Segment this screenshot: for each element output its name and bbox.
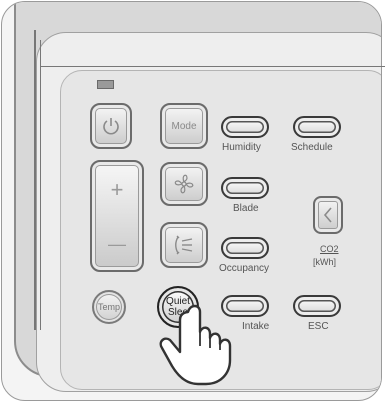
swing-button[interactable] [160, 222, 208, 268]
blade-label: Blade [233, 203, 259, 214]
esc-label: ESC [308, 321, 329, 332]
mode-button[interactable]: Mode [160, 103, 208, 149]
schedule-label: Schedule [291, 142, 333, 153]
humidity-button[interactable] [221, 116, 269, 138]
minus-button[interactable]: — [108, 234, 126, 255]
co2-label: CO2 [320, 244, 339, 254]
temp-button[interactable]: Temp [92, 290, 126, 324]
occupancy-label: Occupancy [219, 263, 269, 274]
plus-button[interactable]: + [111, 177, 124, 203]
bezel-line [40, 40, 41, 330]
mode-button-label: Mode [171, 121, 196, 132]
chevron-left-icon [322, 206, 334, 224]
blade-button[interactable] [221, 177, 269, 199]
power-button[interactable] [90, 103, 132, 149]
bezel-line [34, 30, 36, 330]
schedule-button[interactable] [293, 116, 341, 138]
power-icon [101, 116, 121, 136]
back-button[interactable] [313, 196, 343, 234]
temp-adjust-button[interactable]: + — [90, 160, 144, 272]
swing-icon [172, 233, 196, 257]
humidity-label: Humidity [222, 142, 261, 153]
fan-icon [171, 171, 197, 197]
kwh-label: [kWh] [313, 257, 336, 267]
temp-button-label: Temp [98, 302, 120, 312]
status-led [97, 80, 114, 89]
esc-button[interactable] [293, 295, 341, 317]
fan-button[interactable] [160, 162, 208, 206]
bezel-line [40, 66, 385, 67]
pointing-hand-icon [150, 290, 250, 390]
occupancy-button[interactable] [221, 237, 269, 259]
